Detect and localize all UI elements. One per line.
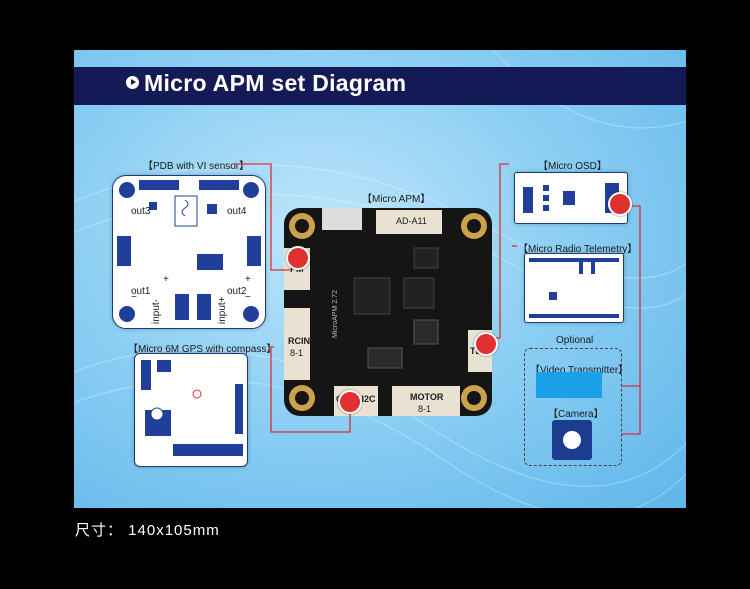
pdb-out2: out2: [227, 286, 247, 297]
size-caption: 尺寸： 140x105mm: [75, 522, 220, 539]
pdb-minus-left: −: [131, 292, 137, 303]
gps-board: [134, 353, 248, 467]
pdb-label: 【PDB with VI sensor】: [143, 161, 250, 172]
camera-icon: [552, 420, 592, 460]
apm-motor-connector: MOTOR: [410, 392, 444, 402]
gps-label: 【Micro 6M GPS with compass】: [128, 344, 277, 355]
gps-board-art: [141, 360, 243, 456]
gps-connector-marker: [338, 390, 362, 414]
pdb-board-art: [117, 180, 261, 322]
pdb-plus-left: +: [163, 274, 169, 285]
radio-telemetry-label: 【Micro Radio Telemetry】: [518, 244, 638, 255]
optional-group: [524, 348, 622, 466]
apm-motor-sub: 8-1: [418, 404, 432, 414]
video-transmitter: [536, 372, 602, 398]
pm-connector-marker: [286, 246, 310, 270]
diagram-poster: Micro APM set Diagram 【PDB with VI senso…: [74, 50, 686, 508]
osd-connector-marker: [608, 192, 632, 216]
pdb-plus-right: +: [245, 274, 251, 285]
radio-telemetry-board: [524, 253, 624, 323]
pdb-out1: out1: [131, 286, 151, 297]
osd-label: 【Micro OSD】: [538, 161, 607, 172]
tele-connector-marker: [474, 332, 498, 356]
radio-board-art: [529, 258, 619, 318]
pdb-out3: out3: [131, 206, 151, 217]
page-title: Micro APM set Diagram: [144, 70, 407, 96]
pdb-minus-right: −: [245, 292, 251, 303]
camera-label: 【Camera】: [548, 409, 604, 420]
apm-rcin-sub: 8-1: [290, 348, 304, 358]
title-banner: Micro APM set Diagram: [74, 67, 686, 105]
apm-rcin-connector: RCIN: [288, 336, 310, 346]
apm-label: 【Micro APM】: [362, 194, 431, 205]
play-icon: [126, 76, 139, 89]
apm-ad-connector: AD-A11: [396, 216, 427, 226]
video-transmitter-label: 【Video Transmitter】: [530, 365, 629, 376]
pdb-out4: out4: [227, 206, 247, 217]
pdb-board: out3 out4 out1 out2 input- input+ − + + …: [112, 175, 266, 329]
optional-label: Optional: [556, 335, 594, 346]
